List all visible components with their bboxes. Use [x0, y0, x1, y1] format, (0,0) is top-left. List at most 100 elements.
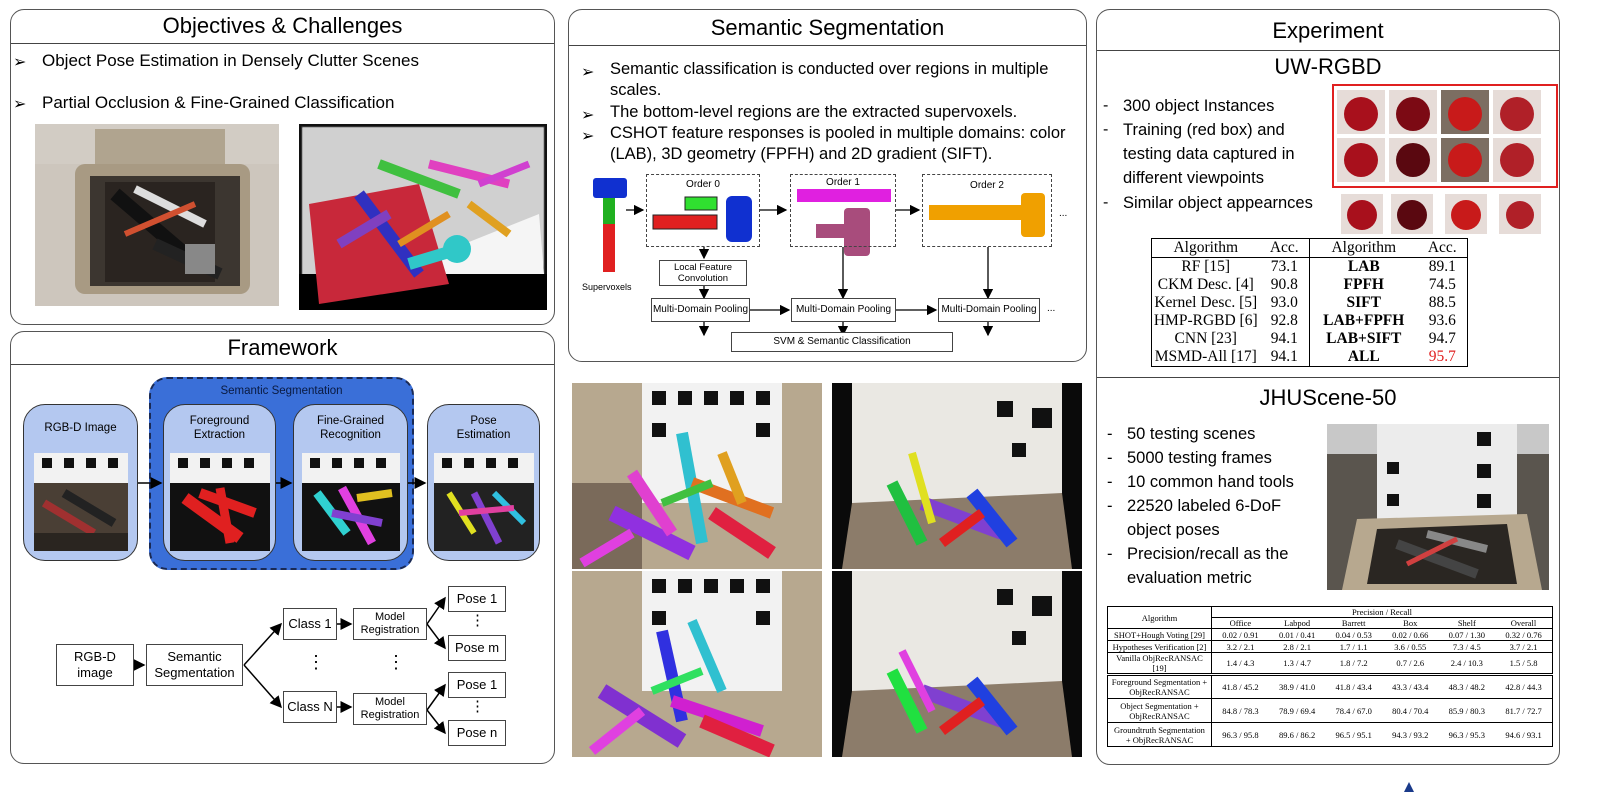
stage-label: RGB-D Image [44, 422, 117, 434]
semseg-panel: Semantic Segmentation ➢ Semantic classif… [568, 9, 1087, 362]
table-cell: 94.6 / 93.1 [1505, 729, 1542, 740]
flow-pose-n: Pose n [448, 720, 506, 746]
ellipsis: ... [1059, 208, 1068, 219]
table-cell: 0.02 / 0.91 [1222, 629, 1259, 640]
divider [1097, 50, 1559, 51]
table-cell: MSMD-All [17] [1154, 348, 1257, 365]
table-cell: Vanilla ObjRecRANSAC [19] [1107, 652, 1212, 675]
jhu-bullet: -Precision/recall as the evaluation metr… [1107, 542, 1327, 590]
arrow-bullet-icon: ➢ [581, 107, 595, 124]
table-cell: 1.7 / 1.1 [1339, 641, 1368, 652]
semseg-bullet-3: CSHOT feature responses is pooled in mul… [610, 124, 1066, 163]
flow-class-1: Class 1 [283, 608, 337, 640]
jhu-bullet: -5000 testing frames [1107, 446, 1327, 470]
table-cell: 1.5 / 5.8 [1509, 658, 1538, 668]
vdots: ⋮ [470, 698, 485, 715]
table-header: Box [1403, 618, 1418, 628]
uw-bullet-2: Training (red box) and testing data capt… [1123, 121, 1295, 187]
result-photo-3 [572, 571, 822, 757]
table-cell: 48.3 / 48.2 [1448, 682, 1485, 692]
objectives-panel: Objectives & Challenges ➢ Object Pose Es… [10, 9, 555, 325]
table-cell: Kernel Desc. [5] [1154, 294, 1258, 311]
table-cell: ALL [1347, 348, 1380, 365]
table-cell: 7.3 / 4.5 [1452, 641, 1481, 652]
experiment-title: Experiment [1272, 18, 1384, 43]
table-cell: 38.9 / 41.0 [1278, 682, 1316, 692]
table-cell: 95.7 [1428, 348, 1456, 365]
table-cell: 1.3 / 4.7 [1283, 658, 1312, 668]
jhu-title: JHUScene-50 [1259, 385, 1397, 410]
table-cell: 0.04 / 0.53 [1335, 629, 1372, 640]
table-cell: Groundtruth Segmentation + ObjRecRANSAC [1107, 722, 1212, 747]
divider [569, 45, 1086, 46]
table-cell: 81.7 / 72.7 [1505, 705, 1542, 716]
arrow-bullet-icon: ➢ [13, 96, 27, 113]
table-cell: LAB [1347, 258, 1380, 275]
flow-class-n: Class N [283, 691, 337, 723]
objective-bullet-2: Partial Occlusion & Fine-Grained Classif… [42, 93, 395, 112]
bullet-text: 50 testing scenes [1127, 425, 1256, 443]
order2-box [922, 174, 1052, 247]
table-cell: 41.8 / 45.2 [1222, 682, 1259, 692]
stage-label: Foreground Extraction [189, 415, 250, 441]
table-cell: LAB+FPFH [1323, 312, 1405, 329]
semseg-diagram-arrows [593, 178, 1045, 337]
table-row: Foreground Segmentation + ObjRecRANSAC 41… [1107, 674, 1553, 699]
table-header: Labpod [1284, 618, 1311, 628]
bullet-dash: - [1107, 473, 1113, 491]
table-cell: 43.3 / 43.4 [1392, 682, 1429, 692]
bullet-text: 10 common hand tools [1127, 473, 1294, 491]
table-cell: CKM Desc. [4] [1157, 276, 1254, 293]
arrow-bullet-icon: ➢ [581, 128, 595, 145]
table-row: Vanilla ObjRecRANSAC [19] 1.4 / 4.3 1.3 / … [1107, 652, 1553, 675]
table-cell: 94.1 [1259, 348, 1310, 367]
table-cell: LAB+SIFT [1326, 330, 1402, 347]
vdots: ⋮ [470, 612, 485, 629]
stage-foreground-extraction: Foreground Extraction [163, 404, 276, 561]
stage-label: Fine-Grained Recognition [316, 415, 385, 441]
divider [11, 43, 554, 44]
stage-image [34, 453, 128, 551]
flow-model-registration-1: Model Registration [353, 608, 427, 640]
jhu-scene-photo [1327, 424, 1549, 590]
table-cell: 0.07 / 1.30 [1448, 629, 1485, 640]
bullet-dash: - [1107, 497, 1113, 515]
uw-bullet-dash: - [1103, 121, 1109, 138]
vdots: ⋮ [387, 652, 405, 672]
experiment-panel: Experiment UW-RGBD - 300 object Instance… [1096, 9, 1560, 765]
flow-rgbd-input: RGB-D image [56, 644, 134, 686]
training-red-box [1332, 84, 1558, 188]
stage-pose-estimation: Pose Estimation [427, 404, 540, 561]
arrow-bullet-icon: ➢ [581, 64, 595, 81]
table-cell: 3.6 / 0.55 [1394, 641, 1427, 652]
table-cell: Object Segmentation + ObjRecRANSAC [1107, 698, 1212, 723]
table-cell: 96.3 / 95.8 [1222, 729, 1259, 740]
table-cell: 90.8 [1259, 276, 1310, 294]
uw-bullet-dash: - [1103, 194, 1109, 211]
table-cell: Foreground Segmentation + ObjRecRANSAC [1107, 674, 1212, 699]
table-header: Overall [1510, 618, 1537, 628]
stage-fine-grained-recognition: Fine-Grained Recognition [293, 404, 408, 561]
local-feature-convolution: Local Feature Convolution [659, 260, 747, 286]
stage-label: Pose Estimation [456, 415, 511, 441]
table-cell: 78.9 / 69.4 [1278, 705, 1316, 716]
table-cell: 2.8 / 2.1 [1283, 641, 1312, 652]
table-cell: 2.4 / 10.3 [1450, 658, 1483, 668]
table-cell: 96.3 / 95.3 [1448, 729, 1485, 740]
table-cell: 94.1 [1259, 330, 1310, 348]
table-cell: 80.4 / 70.4 [1392, 705, 1429, 716]
semseg-group-label: Semantic Segmentation [220, 385, 343, 397]
table-row: Groundtruth Segmentation + ObjRecRANSAC 9… [1107, 722, 1553, 747]
order2-label: Order 2 [970, 180, 1004, 191]
table-cell: 1.4 / 4.3 [1226, 658, 1255, 668]
table-cell: 41.8 / 43.4 [1335, 682, 1372, 692]
stage-rgbd-image: RGB-D Image [23, 404, 138, 561]
cluttered-box-photo [35, 124, 279, 306]
ellipsis: ... [1047, 303, 1056, 314]
